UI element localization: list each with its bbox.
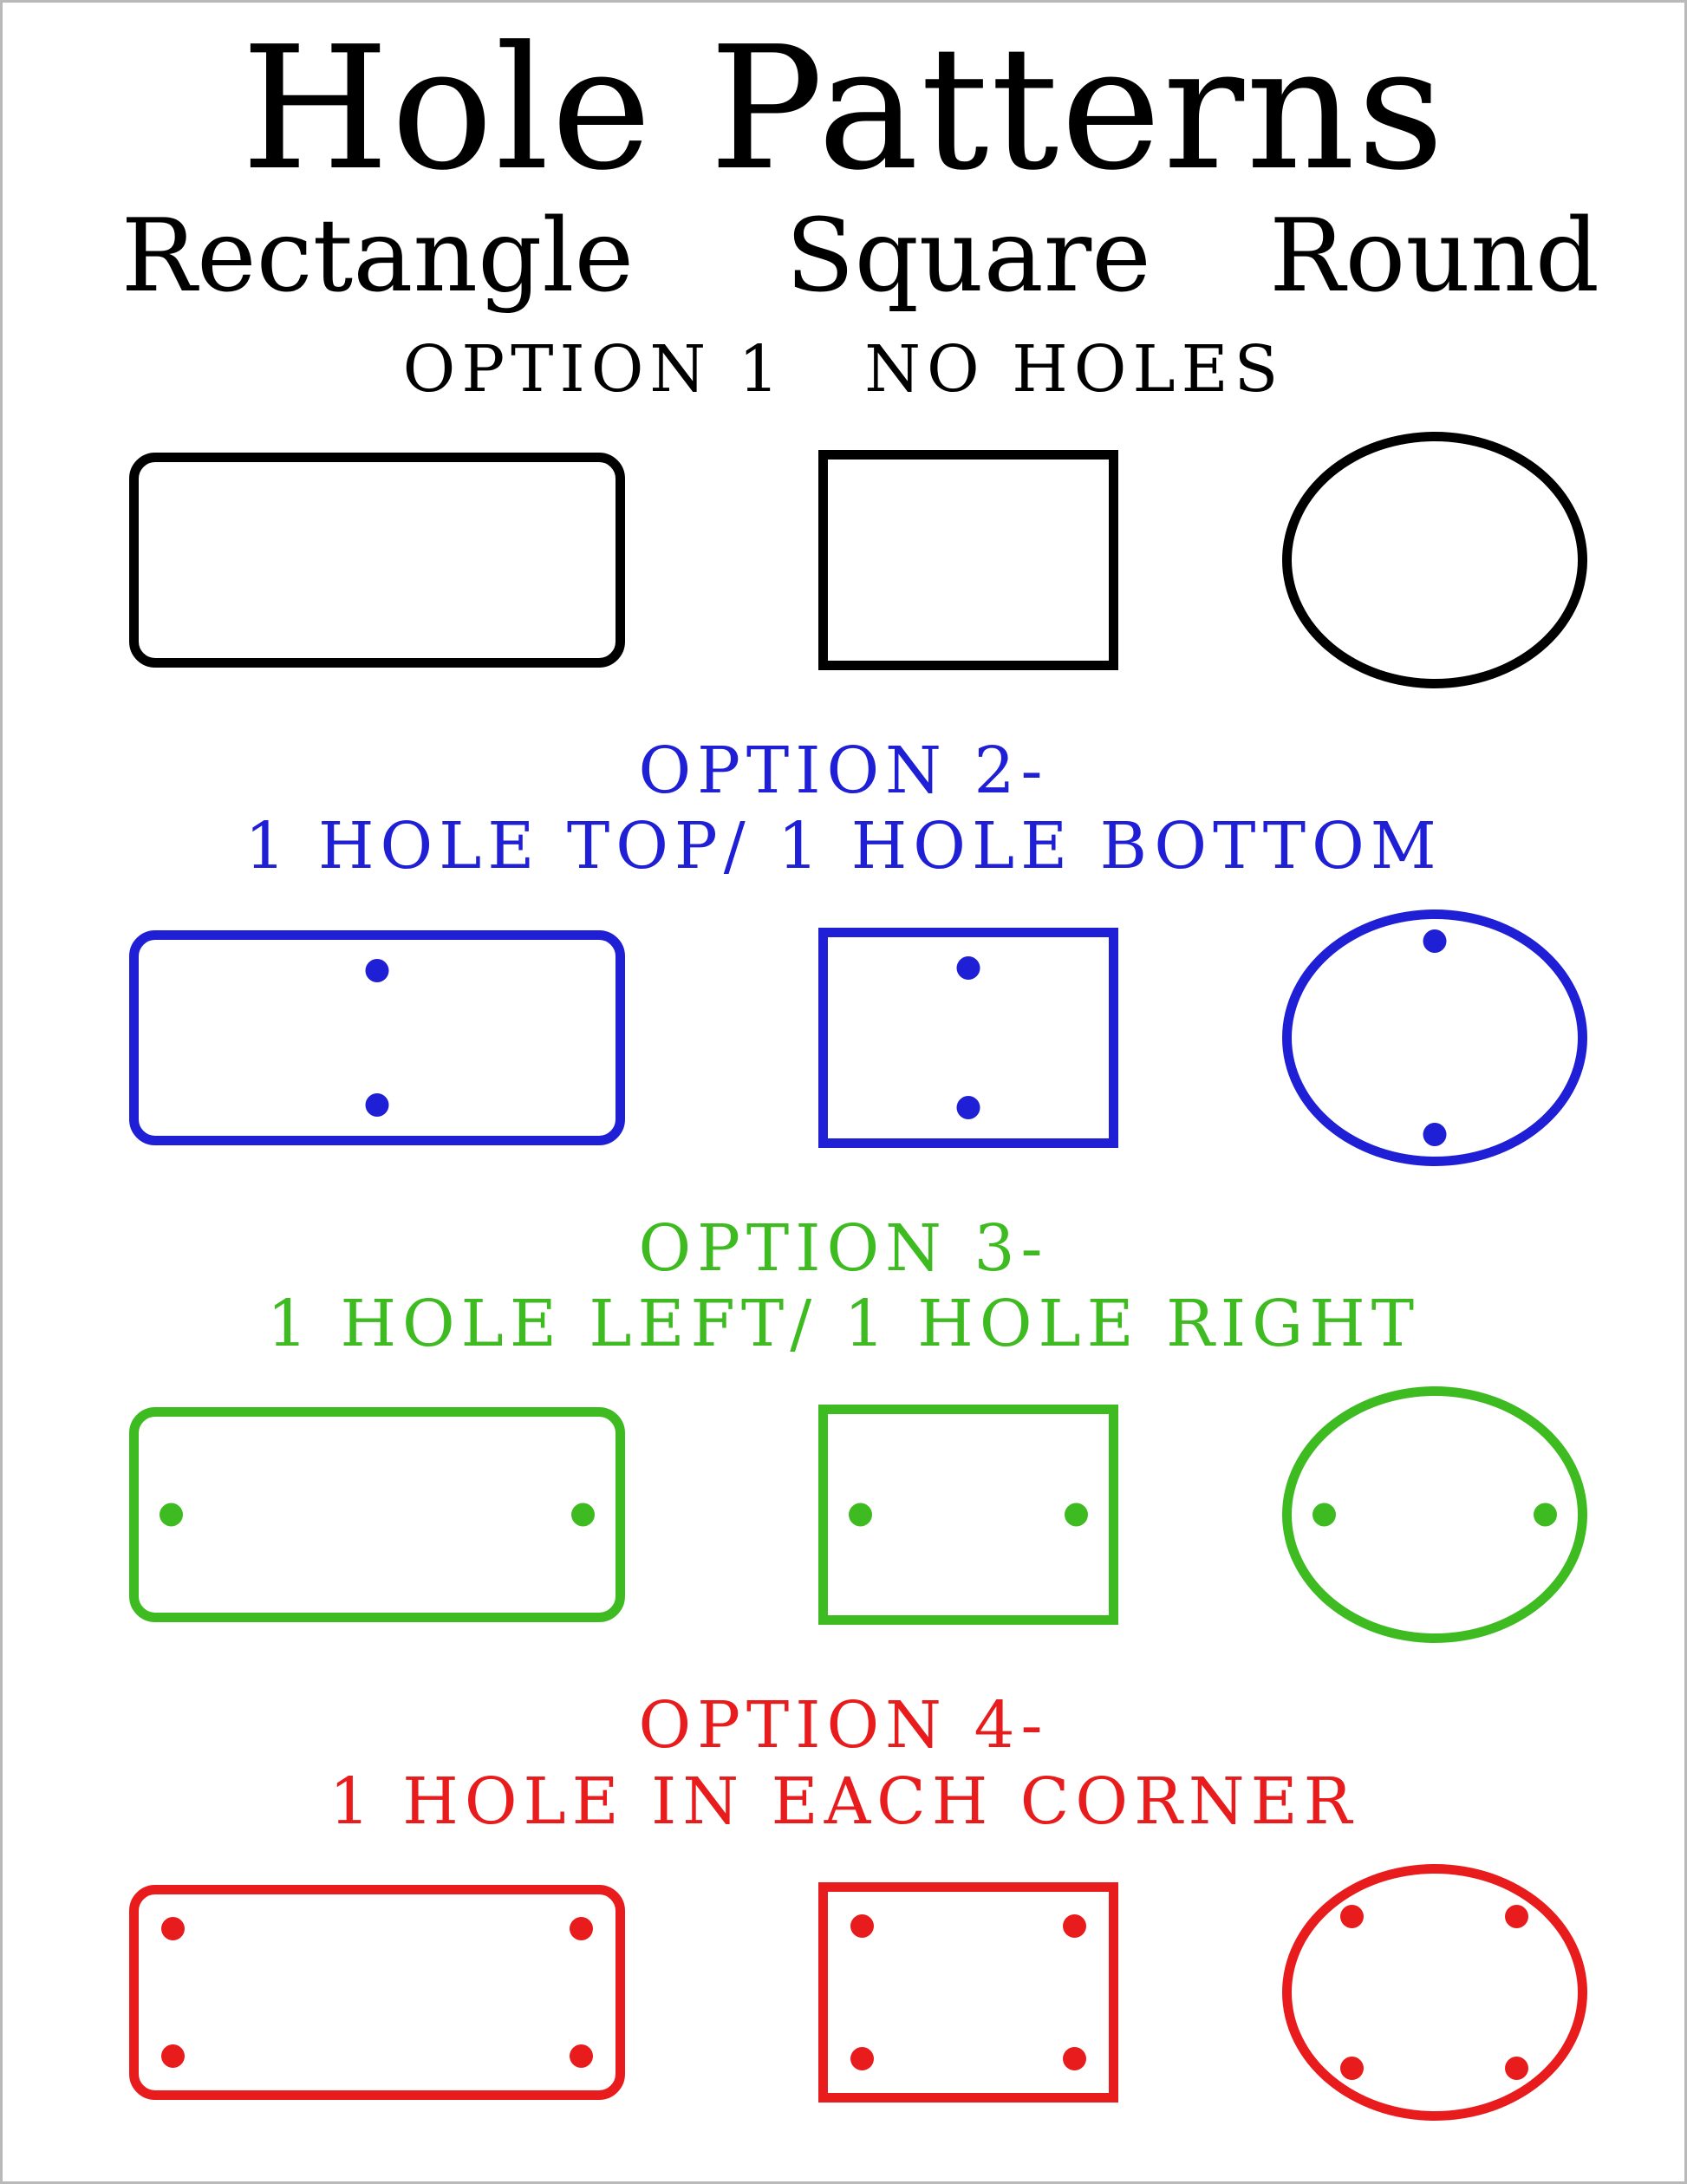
option-1-heading-line-1: OPTION 1 NO HOLES — [402, 331, 1285, 407]
option-2-heading-line-2: 1 HOLE TOP/ 1 HOLE BOTTOM — [244, 809, 1443, 884]
hole-right — [1064, 1503, 1088, 1527]
option-2-section: OPTION 2- 1 HOLE TOP/ 1 HOLE BOTTOM — [11, 733, 1676, 1166]
option-4-heading: OPTION 4- 1 HOLE IN EACH CORNER — [11, 1688, 1676, 1840]
hole-bottom-left — [161, 2044, 186, 2068]
hole-top — [1423, 929, 1447, 953]
hole-bottom-right — [1062, 2046, 1086, 2070]
hole-bottom — [365, 1092, 389, 1117]
hole-top-right — [570, 1916, 594, 1940]
hole-top-left — [161, 1916, 186, 1940]
rectangle-shape — [129, 1407, 626, 1623]
option-1-heading: OPTION 1 NO HOLES — [11, 332, 1676, 407]
column-header-square: Square — [785, 197, 1151, 315]
hole-bottom-left — [1339, 2057, 1364, 2081]
hole-top-right — [1505, 1904, 1529, 1928]
option-1-shapes-row — [11, 432, 1676, 689]
round-shape — [1281, 909, 1587, 1166]
option-4-section: OPTION 4- 1 HOLE IN EACH CORNER — [11, 1688, 1676, 2121]
column-headers: Rectangle Square Round — [11, 204, 1676, 310]
rectangle-shape — [129, 929, 626, 1145]
option-3-heading-line-1: OPTION 3- — [638, 1210, 1049, 1286]
hole-left — [160, 1503, 184, 1527]
hole-right — [571, 1503, 596, 1527]
page-title: Hole Patterns — [241, 10, 1446, 208]
option-3-section: OPTION 3- 1 HOLE LEFT/ 1 HOLE RIGHT — [11, 1211, 1676, 1644]
round-shape — [1281, 1386, 1587, 1644]
hole-top — [956, 955, 980, 980]
round-shape — [1281, 1863, 1587, 2121]
option-1-section: OPTION 1 NO HOLES — [11, 332, 1676, 689]
hole-left — [848, 1503, 872, 1527]
hole-bottom-left — [850, 2046, 874, 2070]
square-shape — [817, 927, 1118, 1148]
hole-bottom-right — [1505, 2057, 1529, 2081]
hole-bottom — [956, 1095, 980, 1119]
round-shape — [1281, 432, 1587, 689]
hole-top-right — [1062, 1913, 1086, 1938]
square-shape — [817, 1881, 1118, 2103]
hole-top-left — [850, 1913, 874, 1938]
option-4-heading-line-1: OPTION 4- — [638, 1688, 1049, 1763]
hole-top — [365, 958, 389, 982]
hole-right — [1533, 1503, 1557, 1527]
option-3-heading: OPTION 3- 1 HOLE LEFT/ 1 HOLE RIGHT — [11, 1211, 1676, 1363]
rectangle-shape — [129, 453, 626, 668]
hole-left — [1312, 1503, 1336, 1527]
hole-bottom-right — [570, 2044, 594, 2068]
column-header-round: Round — [1269, 197, 1600, 315]
square-shape — [817, 450, 1118, 671]
column-header-rectangle: Rectangle — [120, 197, 635, 315]
option-2-shapes-row — [11, 909, 1676, 1166]
option-4-shapes-row — [11, 1863, 1676, 2121]
hole-bottom — [1423, 1122, 1447, 1146]
option-2-heading: OPTION 2- 1 HOLE TOP/ 1 HOLE BOTTOM — [11, 733, 1676, 885]
square-shape — [817, 1405, 1118, 1626]
option-4-heading-line-2: 1 HOLE IN EACH CORNER — [329, 1763, 1358, 1839]
option-2-heading-line-1: OPTION 2- — [638, 733, 1049, 809]
option-3-shapes-row — [11, 1386, 1676, 1644]
option-3-heading-line-2: 1 HOLE LEFT/ 1 HOLE RIGHT — [266, 1286, 1421, 1361]
rectangle-shape — [129, 1884, 626, 2100]
hole-top-left — [1339, 1904, 1364, 1928]
